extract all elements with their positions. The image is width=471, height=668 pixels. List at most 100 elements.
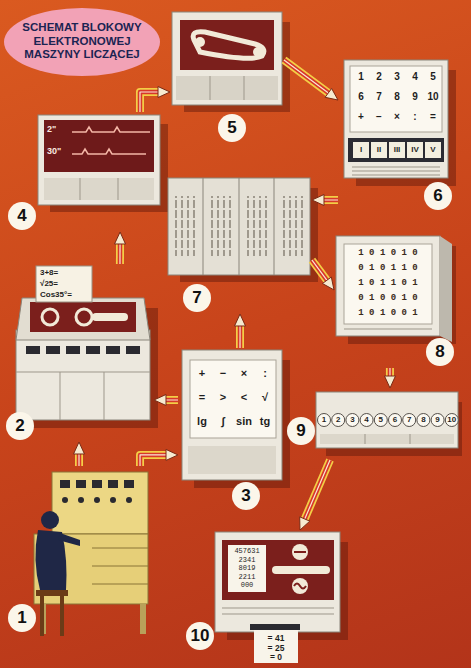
- counter-digit: 7: [402, 414, 416, 426]
- machine-6-keyboard-unit: [389, 142, 405, 158]
- wire: [304, 460, 330, 522]
- machine-9-counter-unit: [365, 434, 366, 444]
- machine-2-control-console: [86, 346, 100, 354]
- machine-6-keyboard-unit: [344, 60, 448, 178]
- callout-number: 3: [232, 482, 260, 510]
- roman-key: I: [352, 143, 370, 157]
- machine-6-keyboard-unit: [348, 138, 444, 162]
- machine-4-screen-unit: [38, 115, 160, 205]
- callout-number: 2: [6, 412, 34, 440]
- wire: [304, 460, 330, 522]
- machine-3-arithmetic-unit: [182, 350, 282, 480]
- machine-1-operator-desk: [126, 497, 132, 503]
- machine-7-memory-cabinet: [168, 178, 310, 275]
- keyboard-key: −: [370, 108, 388, 126]
- arrowhead: [312, 195, 324, 206]
- machine-2-control-console: [36, 266, 92, 302]
- binary-row: 0 1 0 1 1 0: [346, 262, 430, 274]
- machine-1-operator-desk: [94, 497, 100, 503]
- machine-7-memory-cabinet: [274, 178, 275, 275]
- machine-9-counter-unit: [445, 414, 458, 427]
- wire: [312, 260, 329, 283]
- callout-number: 8: [426, 338, 454, 366]
- machine-5-tape-unit: [172, 12, 282, 105]
- keyboard-key: 10: [424, 88, 442, 106]
- machine-unit: 6: [338, 58, 464, 212]
- callout-number: 5: [218, 114, 246, 142]
- wire: [312, 260, 329, 283]
- machine-9-counter-unit: [389, 414, 402, 427]
- machine-5-tape-unit: [210, 76, 211, 100]
- machine-9-counter-unit: [320, 434, 454, 444]
- card-number: 2211: [229, 573, 265, 581]
- keyboard-key: ×: [388, 108, 406, 126]
- machine-9-counter-unit: [318, 414, 331, 427]
- roman-key: II: [370, 143, 388, 157]
- machine-2-control-console: [60, 372, 61, 420]
- machine-1-operator-desk: [108, 480, 118, 488]
- wire: [304, 460, 330, 522]
- machine-unit: 2: [4, 264, 154, 442]
- operation-key: >: [213, 387, 233, 407]
- machine-1-operator-desk: [92, 566, 148, 567]
- machine-4-screen-unit: [72, 149, 146, 154]
- machine-5-tape-unit: [253, 47, 263, 57]
- screen-mark: 2": [47, 123, 71, 135]
- machine-1-operator-desk: [110, 497, 116, 503]
- machine-8-register-unit: [344, 244, 432, 324]
- machine-5-tape-unit: [195, 37, 205, 47]
- machine-7-memory-cabinet: [168, 178, 310, 275]
- machine-1-operator-desk: [36, 590, 68, 596]
- counter-digit: 10: [445, 414, 459, 426]
- machine-5-tape-unit: [180, 20, 274, 70]
- machine-1-operator-desk: [92, 584, 148, 585]
- binary-row: 1 0 1 0 0 1: [346, 307, 430, 319]
- arrowhead: [300, 517, 310, 530]
- machine-6-keyboard-unit: [352, 167, 440, 168]
- title-blob: [4, 8, 160, 76]
- machine-6-keyboard-unit: [352, 171, 440, 172]
- keyboard-key: =: [424, 108, 442, 126]
- machine-8-register-unit: [440, 236, 452, 342]
- machine-2-control-console: [92, 313, 128, 321]
- keyboard-key: 9: [406, 88, 424, 106]
- arrowhead: [115, 232, 126, 244]
- wire: [140, 455, 169, 466]
- roman-key: III: [388, 143, 406, 157]
- machine-6-keyboard-unit: [353, 142, 369, 158]
- callout-number: 9: [287, 417, 315, 445]
- machine-3-arithmetic-unit: [190, 360, 276, 438]
- machine-9-counter-unit: [374, 414, 387, 427]
- machine-unit: 7: [166, 176, 312, 314]
- machine-3-arithmetic-unit: [182, 350, 282, 480]
- machine-2-control-console: [106, 346, 120, 354]
- binary-row: 1 0 1 0 1 0: [346, 247, 430, 259]
- machine-1-operator-desk: [34, 472, 148, 636]
- machine-9-counter-unit: [316, 392, 458, 448]
- machine-2-control-console: [66, 346, 80, 354]
- wire: [236, 323, 244, 348]
- arrowhead: [322, 277, 334, 290]
- machine-8-register-unit: [336, 236, 452, 342]
- wire: [284, 60, 331, 95]
- machine-10-printer-unit: [272, 566, 330, 574]
- machine-1-operator-desk: [124, 480, 134, 488]
- arrowhead: [158, 87, 170, 98]
- wire: [140, 455, 169, 466]
- machine-10-printer-unit: [292, 578, 308, 594]
- operation-key: lg: [192, 411, 212, 431]
- screen-mark: 30": [47, 145, 71, 157]
- machine-5-tape-unit: [193, 32, 264, 59]
- wire-bundle: [115, 232, 126, 264]
- machine-10-printer-unit: [215, 532, 340, 663]
- machine-2-control-console: [42, 309, 58, 325]
- counter-digit: 5: [374, 414, 388, 426]
- machine-8-register-unit: [336, 236, 440, 336]
- machine-4-screen-unit: [72, 127, 150, 132]
- operation-key: sin: [234, 411, 254, 431]
- wire-bundle: [384, 368, 395, 388]
- machine-10-printer-unit: [254, 630, 298, 663]
- wire: [284, 60, 331, 95]
- machine-unit: 5: [170, 10, 284, 144]
- card-number: 8019: [229, 564, 265, 572]
